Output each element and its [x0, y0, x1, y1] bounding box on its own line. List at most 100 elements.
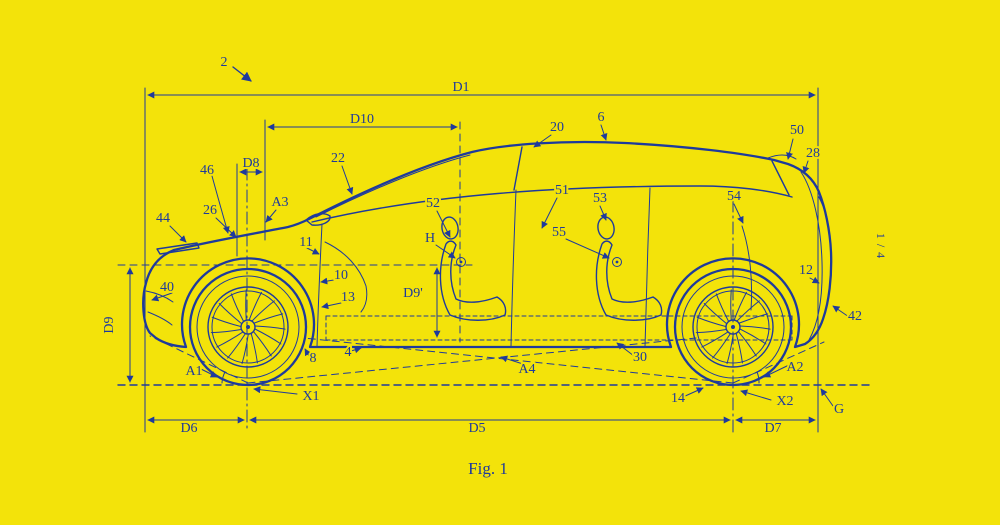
- leader-53: [599, 205, 607, 221]
- ref-53-label: 53: [593, 191, 607, 206]
- labels: 2 D1 D10 D8 A3 46 26 44 40 22 20 6 50 28…: [100, 53, 890, 480]
- dashboard-outline: [324, 241, 368, 313]
- x2-label: X2: [776, 394, 793, 409]
- ref-46-label: 46: [200, 163, 214, 178]
- door-seam-rear: [644, 187, 651, 348]
- approach-angle-arc: [221, 371, 226, 384]
- leader-12: [809, 276, 820, 284]
- d6-label: D6: [180, 421, 197, 436]
- d9p-label: D9': [403, 286, 423, 301]
- d8-label: D8: [242, 156, 259, 171]
- leader-a1: [198, 367, 218, 378]
- d7-label: D7: [764, 421, 781, 436]
- a4-label: A4: [518, 362, 535, 377]
- leader-22: [341, 165, 354, 195]
- car-body-outline: [142, 140, 833, 349]
- g-label: G: [834, 402, 844, 417]
- car-drawing: [142, 140, 833, 385]
- leader-51: [541, 197, 558, 229]
- side-mirror: [305, 212, 331, 226]
- rear-hatch-inner-line: [800, 171, 823, 341]
- rear-seat: [595, 215, 663, 321]
- leader-30: [616, 342, 635, 357]
- leader-55: [565, 238, 610, 259]
- figure-caption: Fig. 1: [468, 459, 508, 478]
- d9-label: D9: [102, 316, 117, 333]
- leader-14: [682, 387, 704, 398]
- windshield-inner-line: [315, 154, 471, 218]
- d10-label: D10: [350, 112, 374, 127]
- rear-wheel: [675, 269, 791, 385]
- leader-42: [832, 305, 850, 318]
- ref-12-label: 12: [799, 263, 813, 278]
- rear-spoiler-line: [767, 154, 797, 160]
- leader-x1: [253, 386, 298, 395]
- x1-label: X1: [302, 389, 319, 404]
- leader-44: [169, 225, 187, 243]
- headlight: [156, 242, 200, 255]
- leader-2: [232, 66, 252, 82]
- leader-54: [733, 203, 744, 224]
- ref-6-label: 6: [598, 110, 605, 125]
- leader-13: [321, 302, 342, 310]
- ref-51-label: 51: [555, 183, 569, 198]
- leader-a2: [763, 364, 790, 378]
- d1-label: D1: [452, 80, 469, 95]
- leader-4: [350, 346, 362, 354]
- leader-10: [320, 277, 335, 285]
- leader-6: [600, 124, 608, 141]
- ref-14-label: 14: [671, 391, 685, 406]
- ref-26-label: 26: [203, 203, 217, 218]
- leader-x2: [740, 389, 772, 401]
- c-pillar: [771, 160, 790, 196]
- door-seam-middle: [510, 189, 517, 348]
- leader-40: [151, 292, 173, 302]
- ref-50-label: 50: [790, 123, 804, 138]
- ref-28-label: 28: [806, 146, 820, 161]
- leader-26: [215, 217, 237, 238]
- leader-28: [802, 160, 810, 174]
- ref-54-label: 54: [727, 189, 741, 204]
- leader-11: [306, 247, 320, 255]
- cargo-trim-line: [741, 225, 753, 311]
- ref-30-label: 30: [633, 350, 647, 365]
- ref-10-label: 10: [334, 268, 348, 283]
- ref-44-label: 44: [156, 211, 170, 226]
- departure-angle-arc: [756, 371, 760, 384]
- ref-11-label: 11: [299, 235, 312, 250]
- taillight: [818, 196, 830, 234]
- ref-20-label: 20: [550, 120, 564, 135]
- leader-20: [533, 134, 552, 148]
- beltline: [311, 185, 793, 223]
- ref-13-label: 13: [341, 290, 355, 305]
- leader-50: [786, 138, 794, 160]
- ref-4-label: 4: [345, 345, 352, 360]
- leader-lines: [151, 66, 850, 407]
- ref-2-label: 2: [221, 55, 228, 70]
- d5-label: D5: [468, 421, 485, 436]
- a2-label: A2: [786, 360, 803, 375]
- sheet-number: 1 / 4: [874, 233, 888, 259]
- leader-h: [435, 244, 456, 259]
- front-wheel: [190, 269, 306, 385]
- h-label: H: [425, 231, 435, 246]
- ref-22-label: 22: [331, 151, 345, 166]
- door-seam-front: [316, 223, 323, 348]
- breakover-line-rear: [303, 337, 734, 384]
- ref-52-label: 52: [426, 196, 440, 211]
- ref-42-label: 42: [848, 309, 862, 324]
- leader-a4: [500, 355, 524, 365]
- leader-g: [820, 388, 834, 407]
- leader-a3: [265, 209, 277, 223]
- leader-52: [436, 210, 451, 238]
- dimension-lines: [126, 91, 816, 424]
- front-seat: [439, 215, 507, 321]
- ref-40-label: 40: [160, 280, 174, 295]
- front-bumper-crease-lower: [147, 311, 173, 326]
- leader-8: [304, 348, 312, 357]
- front-bumper-crease-upper: [145, 290, 174, 303]
- ref-8-label: 8: [310, 351, 317, 366]
- a1-label: A1: [185, 364, 202, 379]
- a3-label: A3: [271, 195, 288, 210]
